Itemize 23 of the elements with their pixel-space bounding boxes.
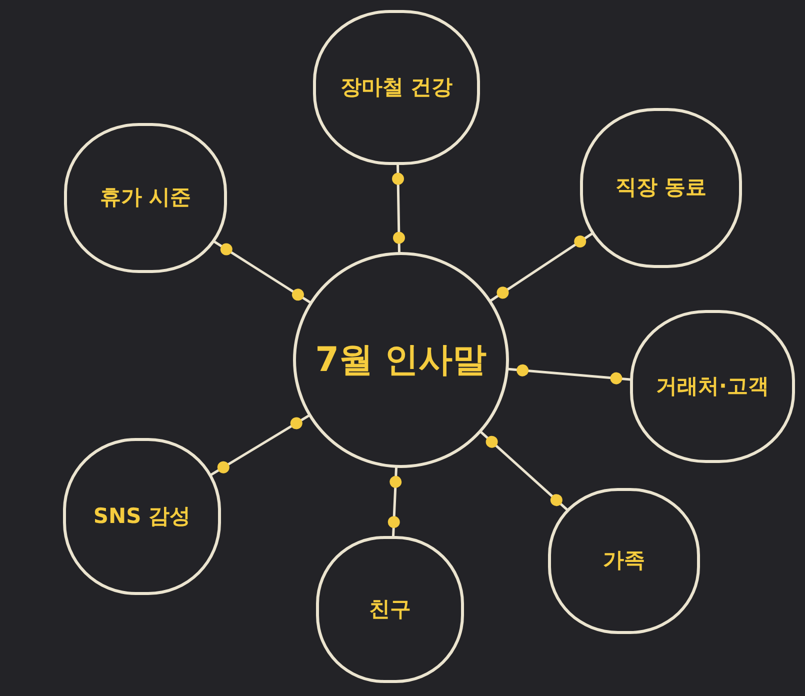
node-label: 7월 인사말 xyxy=(315,340,487,380)
node-label: 가족 xyxy=(603,548,645,574)
connector-line xyxy=(213,240,312,304)
connector-line xyxy=(210,414,310,476)
topic-bubble xyxy=(313,10,480,165)
connector-line xyxy=(507,364,632,384)
topic-bubble xyxy=(316,536,464,683)
topic-bubble xyxy=(580,108,742,268)
topic-bubble xyxy=(630,310,795,463)
node-label: 직장 동료 xyxy=(615,175,707,201)
node-label: SNS 감성 xyxy=(93,504,191,530)
node-label: 거래처·고객 xyxy=(656,374,769,400)
node-label: 장마철 건강 xyxy=(340,74,453,100)
node-label: 휴가 시준 xyxy=(100,185,192,211)
connector-line xyxy=(392,164,405,253)
node-label: 친구 xyxy=(369,596,411,622)
connector-line xyxy=(388,466,402,538)
topic-bubble xyxy=(548,488,700,634)
connector-line xyxy=(490,232,594,302)
central-circle xyxy=(293,252,509,468)
topic-bubble xyxy=(63,438,221,595)
topic-bubble xyxy=(64,123,227,273)
connector-line xyxy=(480,431,568,511)
